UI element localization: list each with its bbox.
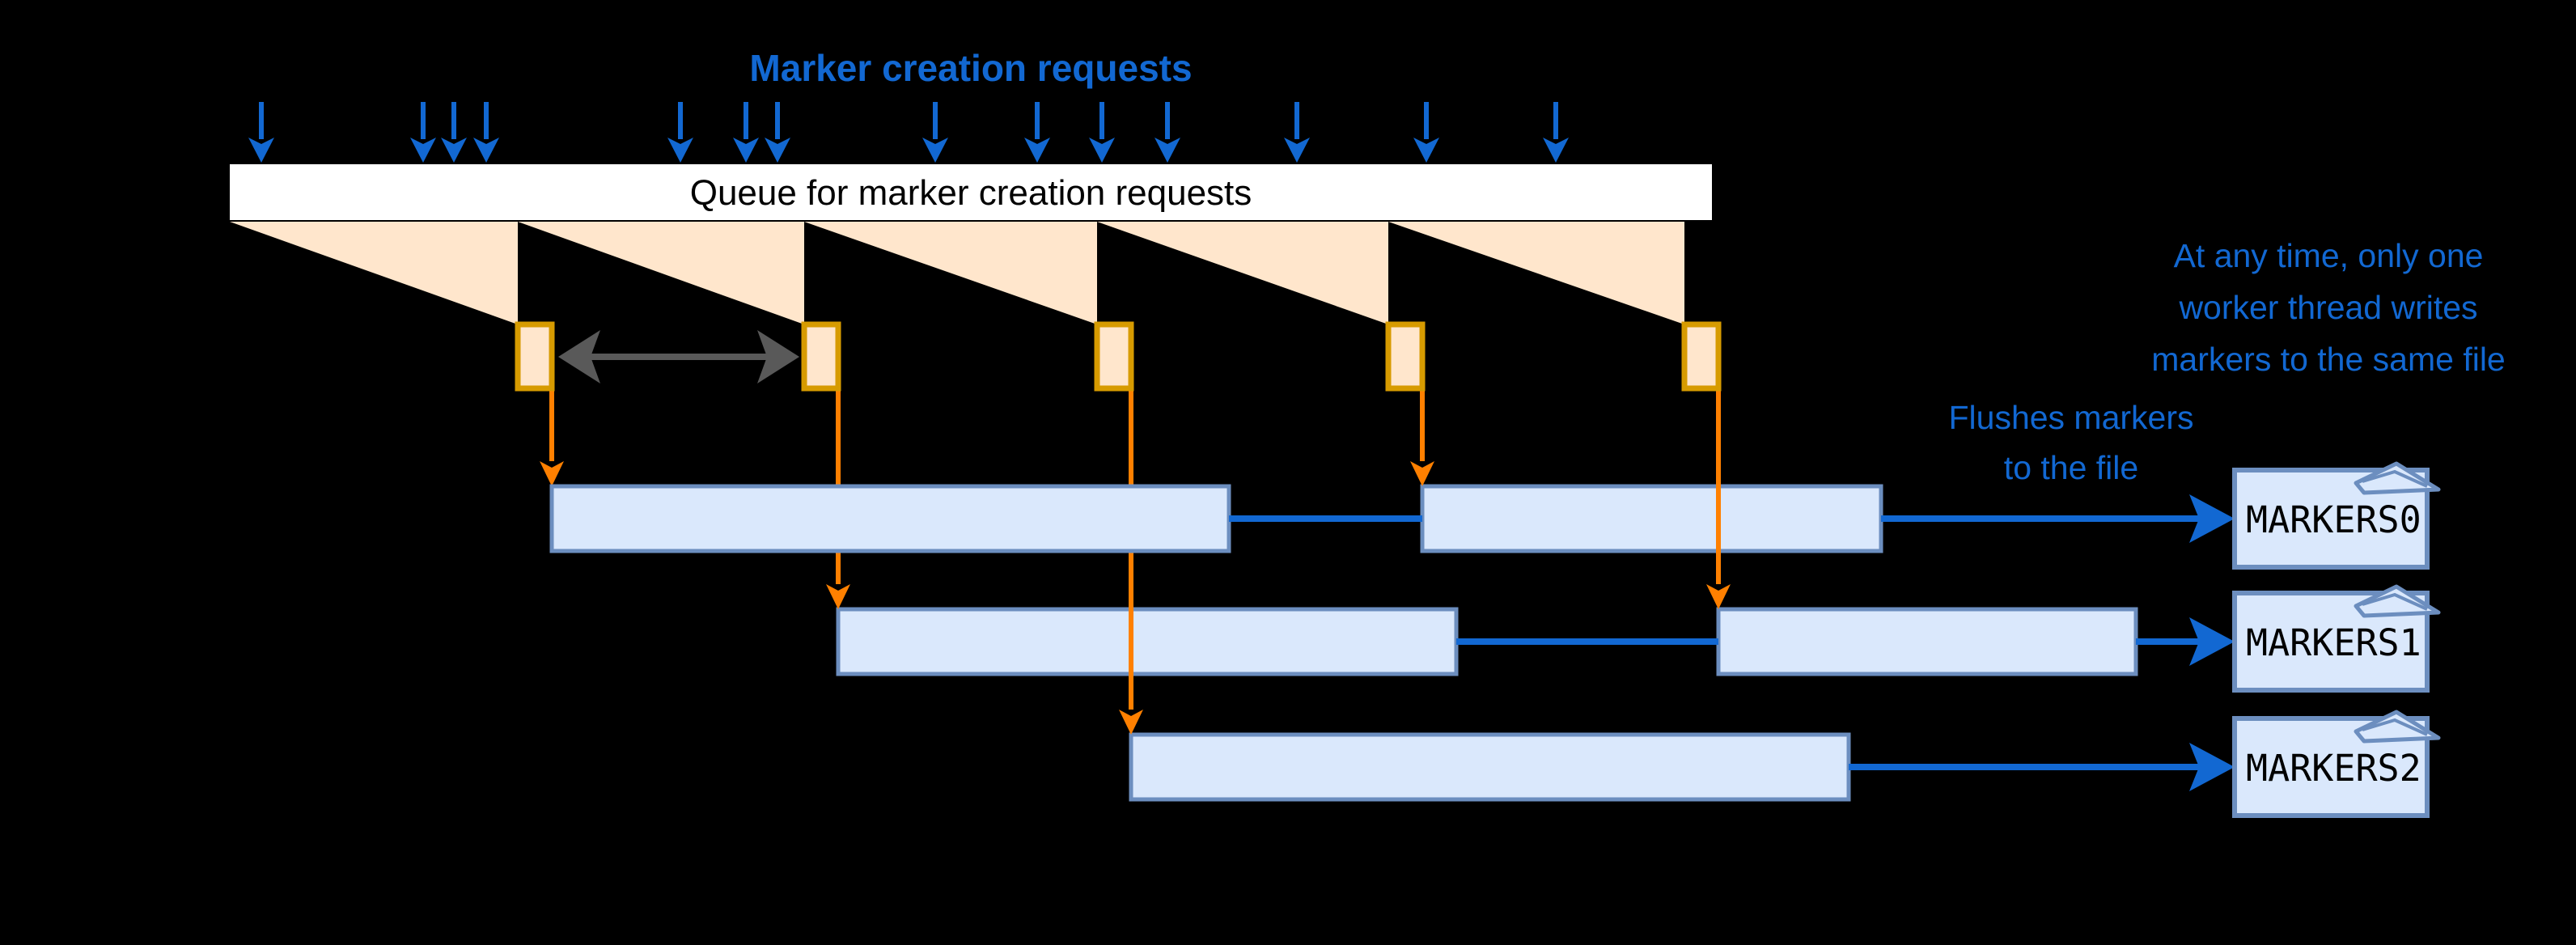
dequeue-slot — [1681, 321, 1722, 392]
right-note: At any time, only one worker thread writ… — [2151, 237, 2506, 378]
request-arrow-icon — [1413, 102, 1439, 163]
flush-arrow-icon — [1881, 494, 2235, 543]
flush-note-line: to the file — [2004, 449, 2138, 486]
request-arrow-icon — [1024, 102, 1050, 163]
file-label: MARKERS1 — [2246, 621, 2421, 664]
request-arrow-icon — [667, 102, 693, 163]
file-node-markers1: MARKERS1 — [2232, 584, 2441, 693]
funnel-triangle — [1097, 222, 1388, 324]
worker-bar-row3-a — [1129, 732, 1851, 802]
flush-arrow-icon — [1849, 743, 2235, 791]
request-arrow-icon — [1543, 102, 1569, 163]
worker-bar-row1-b — [1420, 484, 1883, 553]
queue-box — [230, 164, 1712, 220]
file-label: MARKERS2 — [2246, 747, 2421, 790]
file-label: MARKERS0 — [2246, 498, 2421, 541]
request-arrow-icon — [410, 102, 436, 163]
dispatch-arrow-icon — [1410, 388, 1434, 486]
right-note-line: markers to the same file — [2151, 341, 2506, 378]
right-note-line: At any time, only one — [2174, 237, 2484, 274]
dequeue-slot — [1385, 321, 1426, 392]
worker-bar-row2-b — [1716, 607, 2138, 676]
worker-bars-under — [836, 484, 2138, 802]
flush-note-line: Flushes markers — [1948, 399, 2193, 436]
dequeue-slot — [515, 321, 555, 392]
dispatch-arrow-icon — [540, 388, 564, 486]
dequeue-slots — [515, 321, 1722, 392]
funnel-triangles — [230, 222, 1684, 324]
worker-bar-row1-a — [549, 484, 1231, 553]
file-node-markers0: MARKERS0 — [2232, 461, 2441, 570]
request-arrow-icon — [1155, 102, 1180, 163]
folded-corner-icon — [2354, 710, 2441, 744]
dequeue-slot — [801, 321, 841, 392]
span-double-arrow-icon — [558, 330, 799, 384]
folded-corner-icon — [2354, 584, 2441, 618]
worker-bar-row2-a — [836, 607, 1459, 676]
funnel-triangle — [230, 222, 518, 324]
right-note-line: worker thread writes — [2178, 289, 2477, 326]
funnel-triangle — [1388, 222, 1684, 324]
file-node-markers2: MARKERS2 — [2232, 710, 2441, 818]
flush-note: Flushes markers to the file — [1948, 399, 2193, 486]
queue-box-label: Queue for marker creation requests — [690, 173, 1252, 213]
request-arrow-icon — [473, 102, 499, 163]
funnel-triangle — [518, 222, 804, 324]
request-arrow-icon — [441, 102, 467, 163]
request-arrow-icon — [1284, 102, 1310, 163]
flush-arrow-icon — [2136, 617, 2235, 666]
funnel-triangle — [804, 222, 1097, 324]
request-arrows — [248, 102, 1569, 163]
dequeue-slot — [1094, 321, 1134, 392]
folded-corner-icon — [2354, 461, 2441, 495]
request-arrow-icon — [922, 102, 948, 163]
flush-connectors — [1229, 494, 2235, 791]
request-arrow-icon — [248, 102, 274, 163]
request-arrow-icon — [733, 102, 759, 163]
dispatch-arrow-icon — [1706, 388, 1731, 609]
diagram-title: Marker creation requests — [749, 47, 1192, 89]
request-arrow-icon — [1089, 102, 1115, 163]
request-arrow-icon — [765, 102, 790, 163]
